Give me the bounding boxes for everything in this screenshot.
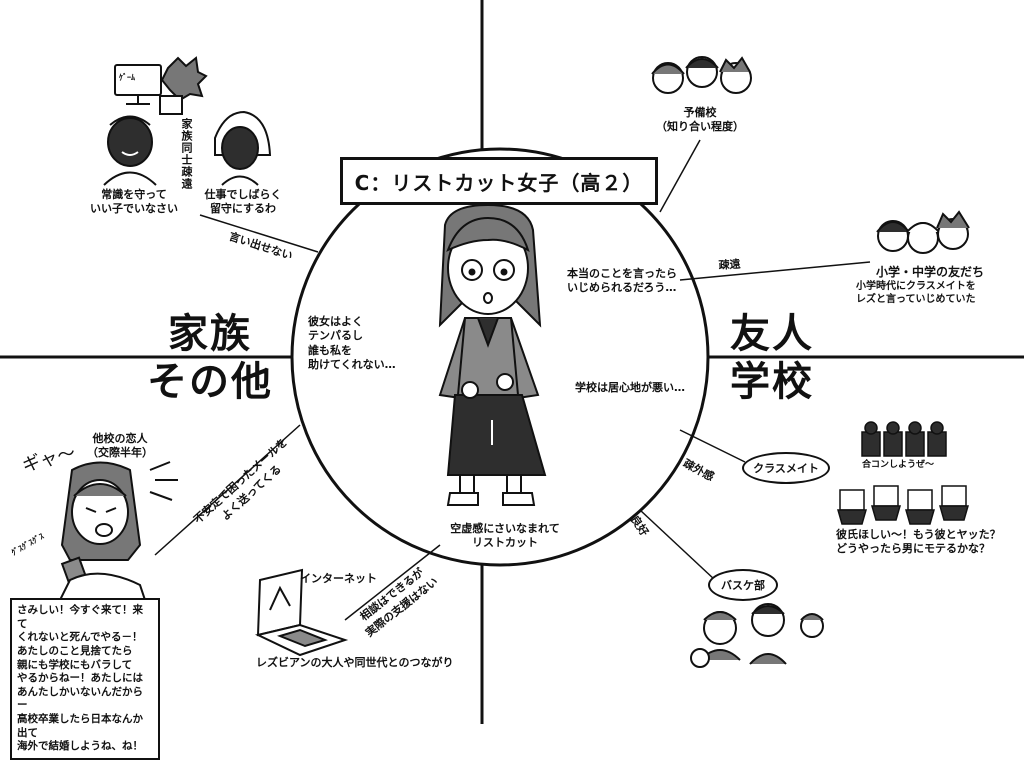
- relationship-diagram: [0, 0, 1024, 724]
- classmates-bubble: クラスメイト: [742, 452, 830, 484]
- prep-school-label: 予備校 （知り合い程度）: [656, 106, 744, 134]
- old-friends-link-label: 疎遠: [718, 257, 741, 272]
- old-friends-caption: 小学時代にクラスメイトを レズと言っていじめていた: [856, 281, 976, 305]
- father-figure: [103, 115, 157, 186]
- central-girl-figure: [438, 203, 547, 506]
- quadrant-label-family: 家族 その他: [147, 311, 273, 405]
- link-classmates: [679, 429, 746, 463]
- lover-figure: [58, 461, 147, 601]
- family-distant-label: 家族同士疎遠: [180, 118, 193, 190]
- classmates-boys-talk: 合コンしようぜ～: [862, 460, 935, 470]
- link-family: [199, 214, 319, 253]
- lover-message-box: さみしい！今すぐ来て！来て くれないと死んでやる－！ あたしのこと見捨てたら 親…: [10, 598, 160, 760]
- link-basketball: [639, 509, 716, 581]
- mother-caption: 仕事でしばらく 留守にするわ: [204, 188, 282, 216]
- lover-message-text: さみしい！今すぐ来て！来て くれないと死んでやる－！ あたしのこと見捨てたら 親…: [17, 604, 143, 753]
- thought-right-top: 本当のことを言ったら いじめられるだろう…: [567, 267, 677, 295]
- link-old-friends: [679, 261, 871, 281]
- link-internet: [344, 544, 441, 621]
- link-lover: [154, 424, 301, 556]
- thought-right-mid: 学校は居心地が悪い…: [575, 381, 685, 394]
- prep-school-friends: [651, 56, 752, 94]
- link-prep-school: [659, 139, 701, 213]
- father-caption: 常識を守って いい子でいなさい: [90, 188, 178, 216]
- tv-screen-text: ｹﾞｰﾑ: [119, 73, 135, 82]
- old-friends-title: 小学・中学の友だち: [876, 265, 985, 279]
- brother-figure: [159, 56, 208, 115]
- classmates-girls-talk: 彼氏ほしい～！もう彼とヤッた？ どうやったら男にモテるかな？: [836, 528, 1001, 556]
- mother-figure: [214, 110, 272, 186]
- basketball-members: [690, 603, 824, 668]
- thought-left: 彼女はよく テンパるし 誰も私を 助けてくれない…: [308, 315, 396, 371]
- page-title: C：リストカット女子（高２）: [340, 157, 658, 205]
- shock-lines: [149, 461, 178, 501]
- internet-caption: レズビアンの大人や同世代とのつながり: [256, 656, 454, 669]
- basketball-bubble: バスケ部: [708, 569, 778, 601]
- quadrant-label-friends-school: 友人 学校: [730, 311, 814, 405]
- classmates-girls: [837, 485, 969, 525]
- classmates-boys: [861, 421, 947, 457]
- thought-bottom: 空虚感にさいなまれて リストカット: [450, 522, 560, 550]
- tv-icon: [114, 64, 162, 105]
- lover-title: 他校の恋人 （交際半年）: [87, 432, 153, 460]
- old-friends: [876, 210, 970, 254]
- internet-title: インターネット: [300, 572, 377, 585]
- laptop-icon: [255, 568, 349, 657]
